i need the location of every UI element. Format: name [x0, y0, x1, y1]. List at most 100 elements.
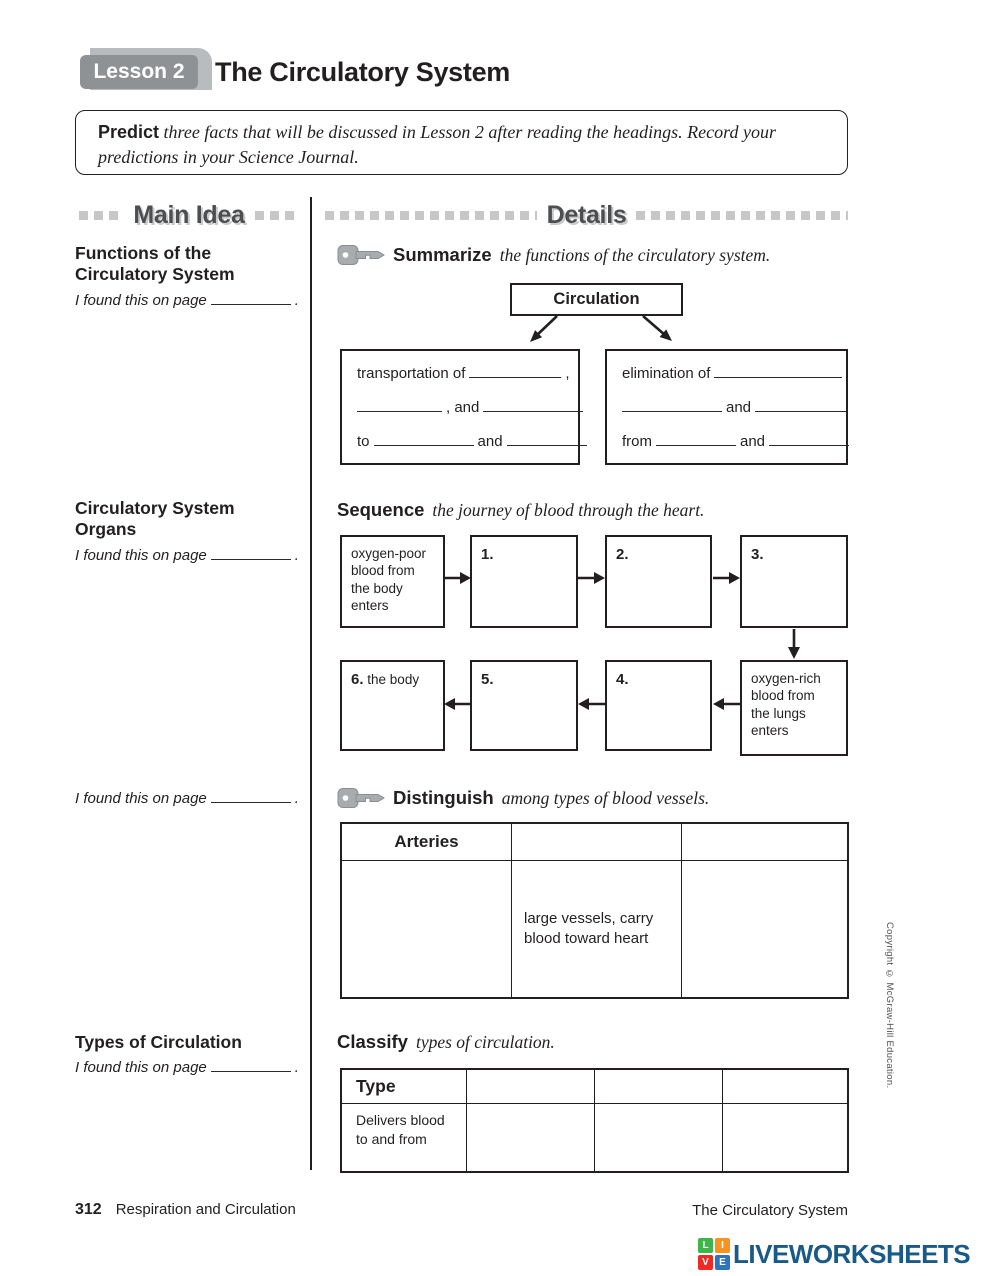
found-label: I found this on page: [75, 547, 207, 564]
blank-line[interactable]: [357, 398, 442, 412]
copyright-notice: Copyright © McGraw-Hill Education.: [884, 922, 895, 1089]
arrow-left-icon: [713, 698, 740, 710]
found-suffix: .: [294, 790, 299, 807]
step-number: 5.: [481, 671, 494, 688]
table-cell[interactable]: [682, 861, 847, 997]
arrow-right-icon: [578, 572, 605, 584]
blank-line[interactable]: [506, 432, 587, 446]
circulation-label: Circulation: [553, 290, 640, 308]
blank-line[interactable]: [210, 546, 291, 560]
liveworksheets-logo[interactable]: L I V E LIVEWORKSHEETS: [698, 1238, 971, 1270]
found-on-page-line: I found this on page.: [75, 1058, 299, 1076]
table-cell-delivers: Delivers blood to and from: [342, 1104, 467, 1171]
sequence-text: the journey of blood through the heart.: [432, 499, 705, 520]
table-header-cell[interactable]: [723, 1070, 847, 1104]
flow-step-3[interactable]: 3.: [740, 535, 848, 628]
predict-text: three facts that will be discussed in Le…: [98, 122, 776, 167]
details-title: Details: [546, 201, 627, 229]
classify-prompt: Classify types of circulation.: [337, 1031, 555, 1053]
logo-wordmark: LIVEWORKSHEETS: [733, 1238, 971, 1269]
step-number: 3.: [751, 546, 764, 563]
arrow-left-icon: [444, 698, 471, 710]
circulation-box: Circulation: [510, 283, 683, 316]
logo-square-e: E: [715, 1255, 730, 1270]
table-cell[interactable]: [342, 861, 512, 997]
found-label: I found this on page: [75, 1059, 207, 1076]
step-number: 2.: [616, 546, 629, 563]
arrow-left-icon: [578, 698, 605, 710]
main-idea-header: Main Idea: [75, 201, 303, 230]
blank-line[interactable]: [469, 364, 562, 378]
dash-ornament: [254, 211, 299, 220]
box-text: ,: [565, 365, 570, 382]
page-number: 312: [75, 1201, 102, 1218]
table-header-arteries: Arteries: [342, 824, 512, 861]
blank-line[interactable]: [769, 432, 850, 446]
blank-line[interactable]: [210, 1058, 291, 1072]
table-cell[interactable]: [467, 1104, 595, 1171]
blank-line[interactable]: [714, 364, 843, 378]
table-header-cell[interactable]: [512, 824, 682, 861]
main-idea-title: Main Idea: [133, 201, 245, 229]
dash-ornament: [636, 211, 849, 220]
section-title-functions: Functions of the Circulatory System: [75, 243, 235, 285]
key-icon: [337, 245, 385, 265]
box-text: , and: [446, 399, 480, 416]
footer-left: 312 Respiration and Circulation: [75, 1201, 296, 1219]
flow-step-6[interactable]: 6. the body: [340, 660, 445, 751]
flow-step-4[interactable]: 4.: [605, 660, 712, 751]
flow-text: oxygen-poor blood from the body enters: [351, 546, 427, 613]
box-text: transportation of: [357, 365, 466, 382]
box-text: to: [357, 433, 370, 450]
box-text: and: [726, 399, 752, 416]
details-header: Details: [325, 201, 849, 230]
blank-line[interactable]: [755, 398, 848, 412]
step-number: 1.: [481, 546, 494, 563]
flow-text: oxygen-rich blood from the lungs enters: [751, 671, 821, 738]
blank-line[interactable]: [656, 432, 736, 446]
table-header-cell[interactable]: [682, 824, 847, 861]
predict-keyword: Predict: [98, 122, 160, 142]
arrow-down-icon: [788, 629, 800, 659]
classify-keyword: Classify: [337, 1031, 408, 1052]
blank-line[interactable]: [622, 398, 722, 412]
table-header-type: Type: [342, 1070, 467, 1104]
summarize-prompt: Summarize the functions of the circulato…: [337, 244, 770, 266]
found-on-page-line: I found this on page.: [75, 291, 299, 309]
arrow-right-icon: [444, 572, 471, 584]
box-text: elimination of: [622, 365, 711, 382]
summarize-keyword: Summarize: [393, 244, 492, 265]
step-number: 6.: [351, 671, 364, 688]
table-cell[interactable]: [595, 1104, 723, 1171]
section-title-organs: Circulatory System Organs: [75, 498, 235, 540]
section-title-types: Types of Circulation: [75, 1032, 242, 1052]
table-cell[interactable]: [723, 1104, 847, 1171]
key-icon: [337, 788, 385, 808]
found-label: I found this on page: [75, 292, 207, 309]
blank-line[interactable]: [373, 432, 474, 446]
table-header-cell[interactable]: [467, 1070, 595, 1104]
sequence-keyword: Sequence: [337, 499, 425, 520]
flow-step-2[interactable]: 2.: [605, 535, 712, 628]
step-number: 4.: [616, 671, 629, 688]
lesson-badge: Lesson 2: [80, 55, 198, 89]
flow-text: the body: [367, 672, 420, 687]
blank-line[interactable]: [483, 398, 584, 412]
flow-step-1[interactable]: 1.: [470, 535, 578, 628]
table-header-cell[interactable]: [595, 1070, 723, 1104]
blood-vessels-table: Arteries large vessels, carry blood towa…: [340, 822, 849, 999]
liveworksheets-logo-grid: L I V E: [698, 1238, 730, 1270]
found-suffix: .: [294, 547, 299, 564]
found-on-page-line: I found this on page.: [75, 789, 299, 807]
blank-line[interactable]: [210, 789, 291, 803]
column-divider: [310, 197, 312, 1170]
box-text: and: [740, 433, 766, 450]
distinguish-text: among types of blood vessels.: [501, 787, 710, 808]
flow-step-5[interactable]: 5.: [470, 660, 578, 751]
blank-line[interactable]: [210, 291, 291, 305]
distinguish-keyword: Distinguish: [393, 787, 494, 808]
found-on-page-line: I found this on page.: [75, 546, 299, 564]
circulation-arrows: [530, 315, 672, 342]
